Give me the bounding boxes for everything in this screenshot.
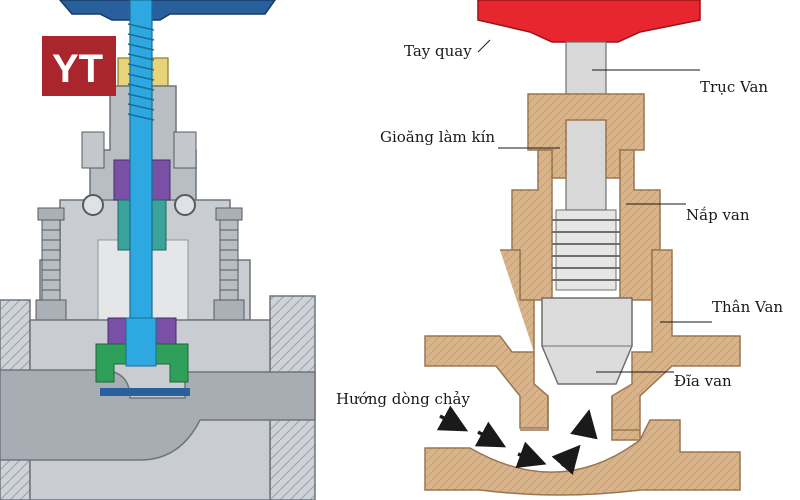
valve-body-bottom	[424, 419, 741, 496]
label-bonnet: Nắp van	[686, 206, 750, 224]
stem-thread	[552, 209, 620, 291]
flow-arrows	[436, 405, 598, 476]
stem-grey	[565, 41, 607, 211]
handwheel-red	[477, 0, 701, 43]
labels: Tay quay Trục Van Gioăng làm kín Nắp van…	[336, 39, 783, 408]
disc-grey	[541, 297, 633, 385]
brand-logo-text: YT	[52, 47, 103, 91]
stem-blue	[127, 0, 155, 331]
label-disc: Đĩa van	[674, 372, 732, 390]
brand-logo: YT	[42, 36, 116, 96]
brass-valve-section	[424, 0, 741, 496]
handwheel-blue	[59, 0, 276, 21]
gland-bolts	[81, 131, 197, 216]
label-gasket: Gioăng làm kín	[380, 128, 495, 146]
label-body: Thân Van	[712, 298, 783, 316]
seat-ring-blue	[100, 388, 190, 396]
label-flow: Hướng dòng chảy	[336, 390, 470, 408]
leader-handwheel	[477, 39, 491, 53]
flow-passage	[0, 369, 316, 461]
steel-valve-cutaway: YT	[0, 0, 316, 500]
label-handwheel: Tay quay	[404, 42, 472, 60]
label-stem: Trục Van	[700, 78, 768, 96]
